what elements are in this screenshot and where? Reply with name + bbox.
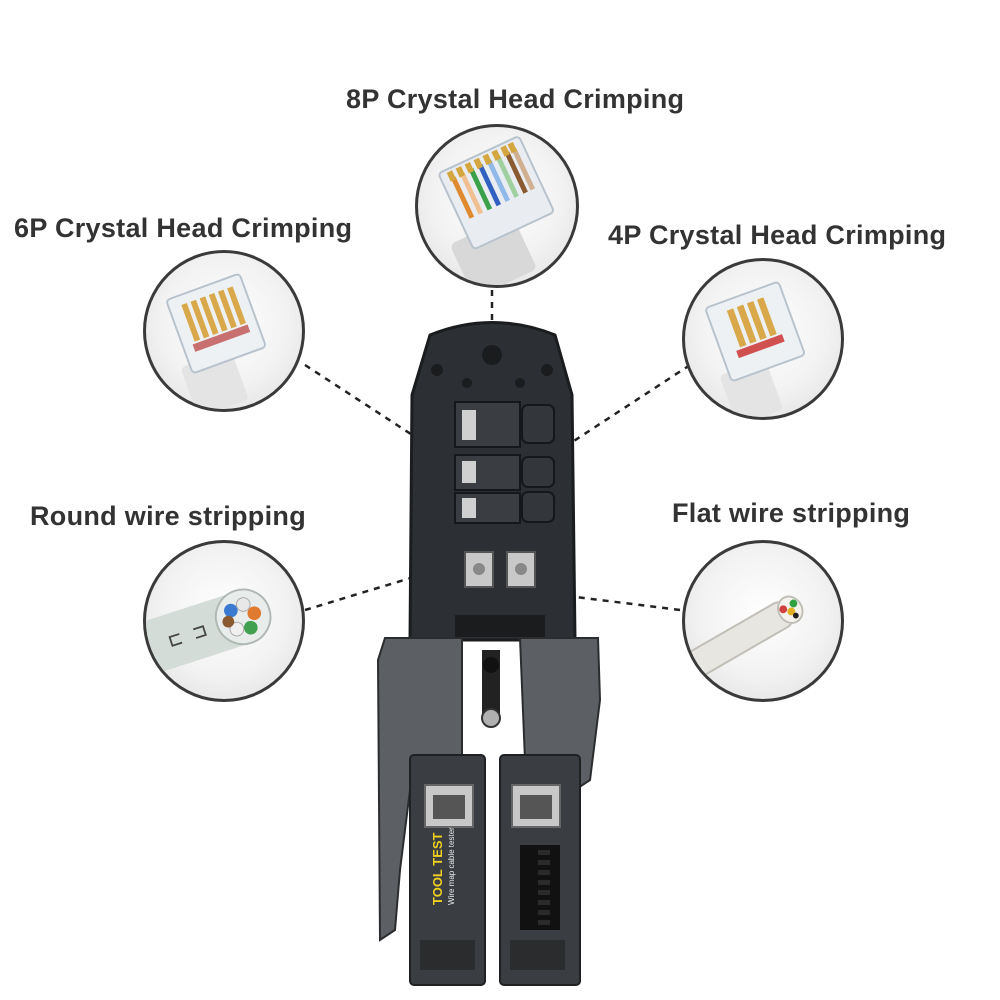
tester-led-panel	[520, 845, 560, 930]
rj12-connector-icon	[166, 273, 266, 409]
tester-brand: TOOL TEST	[430, 832, 445, 905]
flat-cable-icon	[685, 595, 804, 677]
circle-4p-connector	[682, 258, 844, 420]
label-round-wire-stripping: Round wire stripping	[30, 501, 306, 531]
stripping-blades	[455, 551, 545, 637]
round-cable-icon: ⊏ ⊐	[146, 588, 272, 672]
cable-tester-left	[409, 754, 486, 986]
circle-round-cable: ⊏ ⊐	[143, 540, 305, 702]
cable-tester-right	[499, 754, 581, 986]
rj11-connector-icon	[705, 281, 805, 417]
left-handle	[376, 637, 463, 942]
circle-flat-cable	[682, 540, 844, 702]
rj45-connector-icon	[438, 136, 554, 285]
label-4p-crimping: 4P Crystal Head Crimping	[608, 220, 947, 250]
pivot-screw	[482, 345, 502, 365]
crimping-dies	[454, 401, 555, 524]
label-6p-crimping: 6P Crystal Head Crimping	[14, 213, 353, 243]
label-flat-wire-stripping: Flat wire stripping	[672, 498, 911, 528]
circle-6p-connector	[143, 250, 305, 412]
label-8p-crimping: 8P Crystal Head Crimping	[346, 84, 685, 114]
circle-8p-connector	[415, 124, 579, 288]
tester-subtitle: Wire map cable tester	[447, 827, 456, 905]
